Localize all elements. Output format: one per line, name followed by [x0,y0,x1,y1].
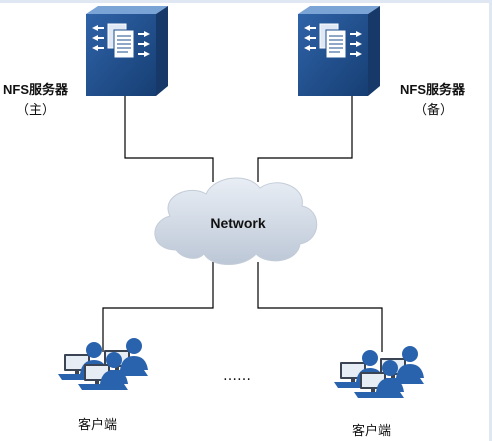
client-group-right-icon [334,346,424,398]
link-client-right [257,262,383,352]
link-primary [124,95,214,182]
frame-top [0,0,492,3]
connection-lines [102,95,383,352]
client-label-left: 客户端 [78,418,118,433]
nfs-server-primary-icon [85,5,169,97]
link-backup [257,95,353,182]
nfs-server-backup-icon [297,5,381,97]
server-primary-role: （主） [16,103,56,118]
server-backup-name: NFS服务器 [400,82,466,97]
network-cloud-icon [154,177,318,265]
client-label-right: 客户端 [352,424,392,439]
link-client-left [102,262,214,352]
network-label: Network [210,215,265,231]
frame-right [489,0,492,441]
server-primary-name: NFS服务器 [3,82,69,97]
ellipsis-text: …… [223,368,251,384]
server-backup-role: （备） [414,103,454,118]
